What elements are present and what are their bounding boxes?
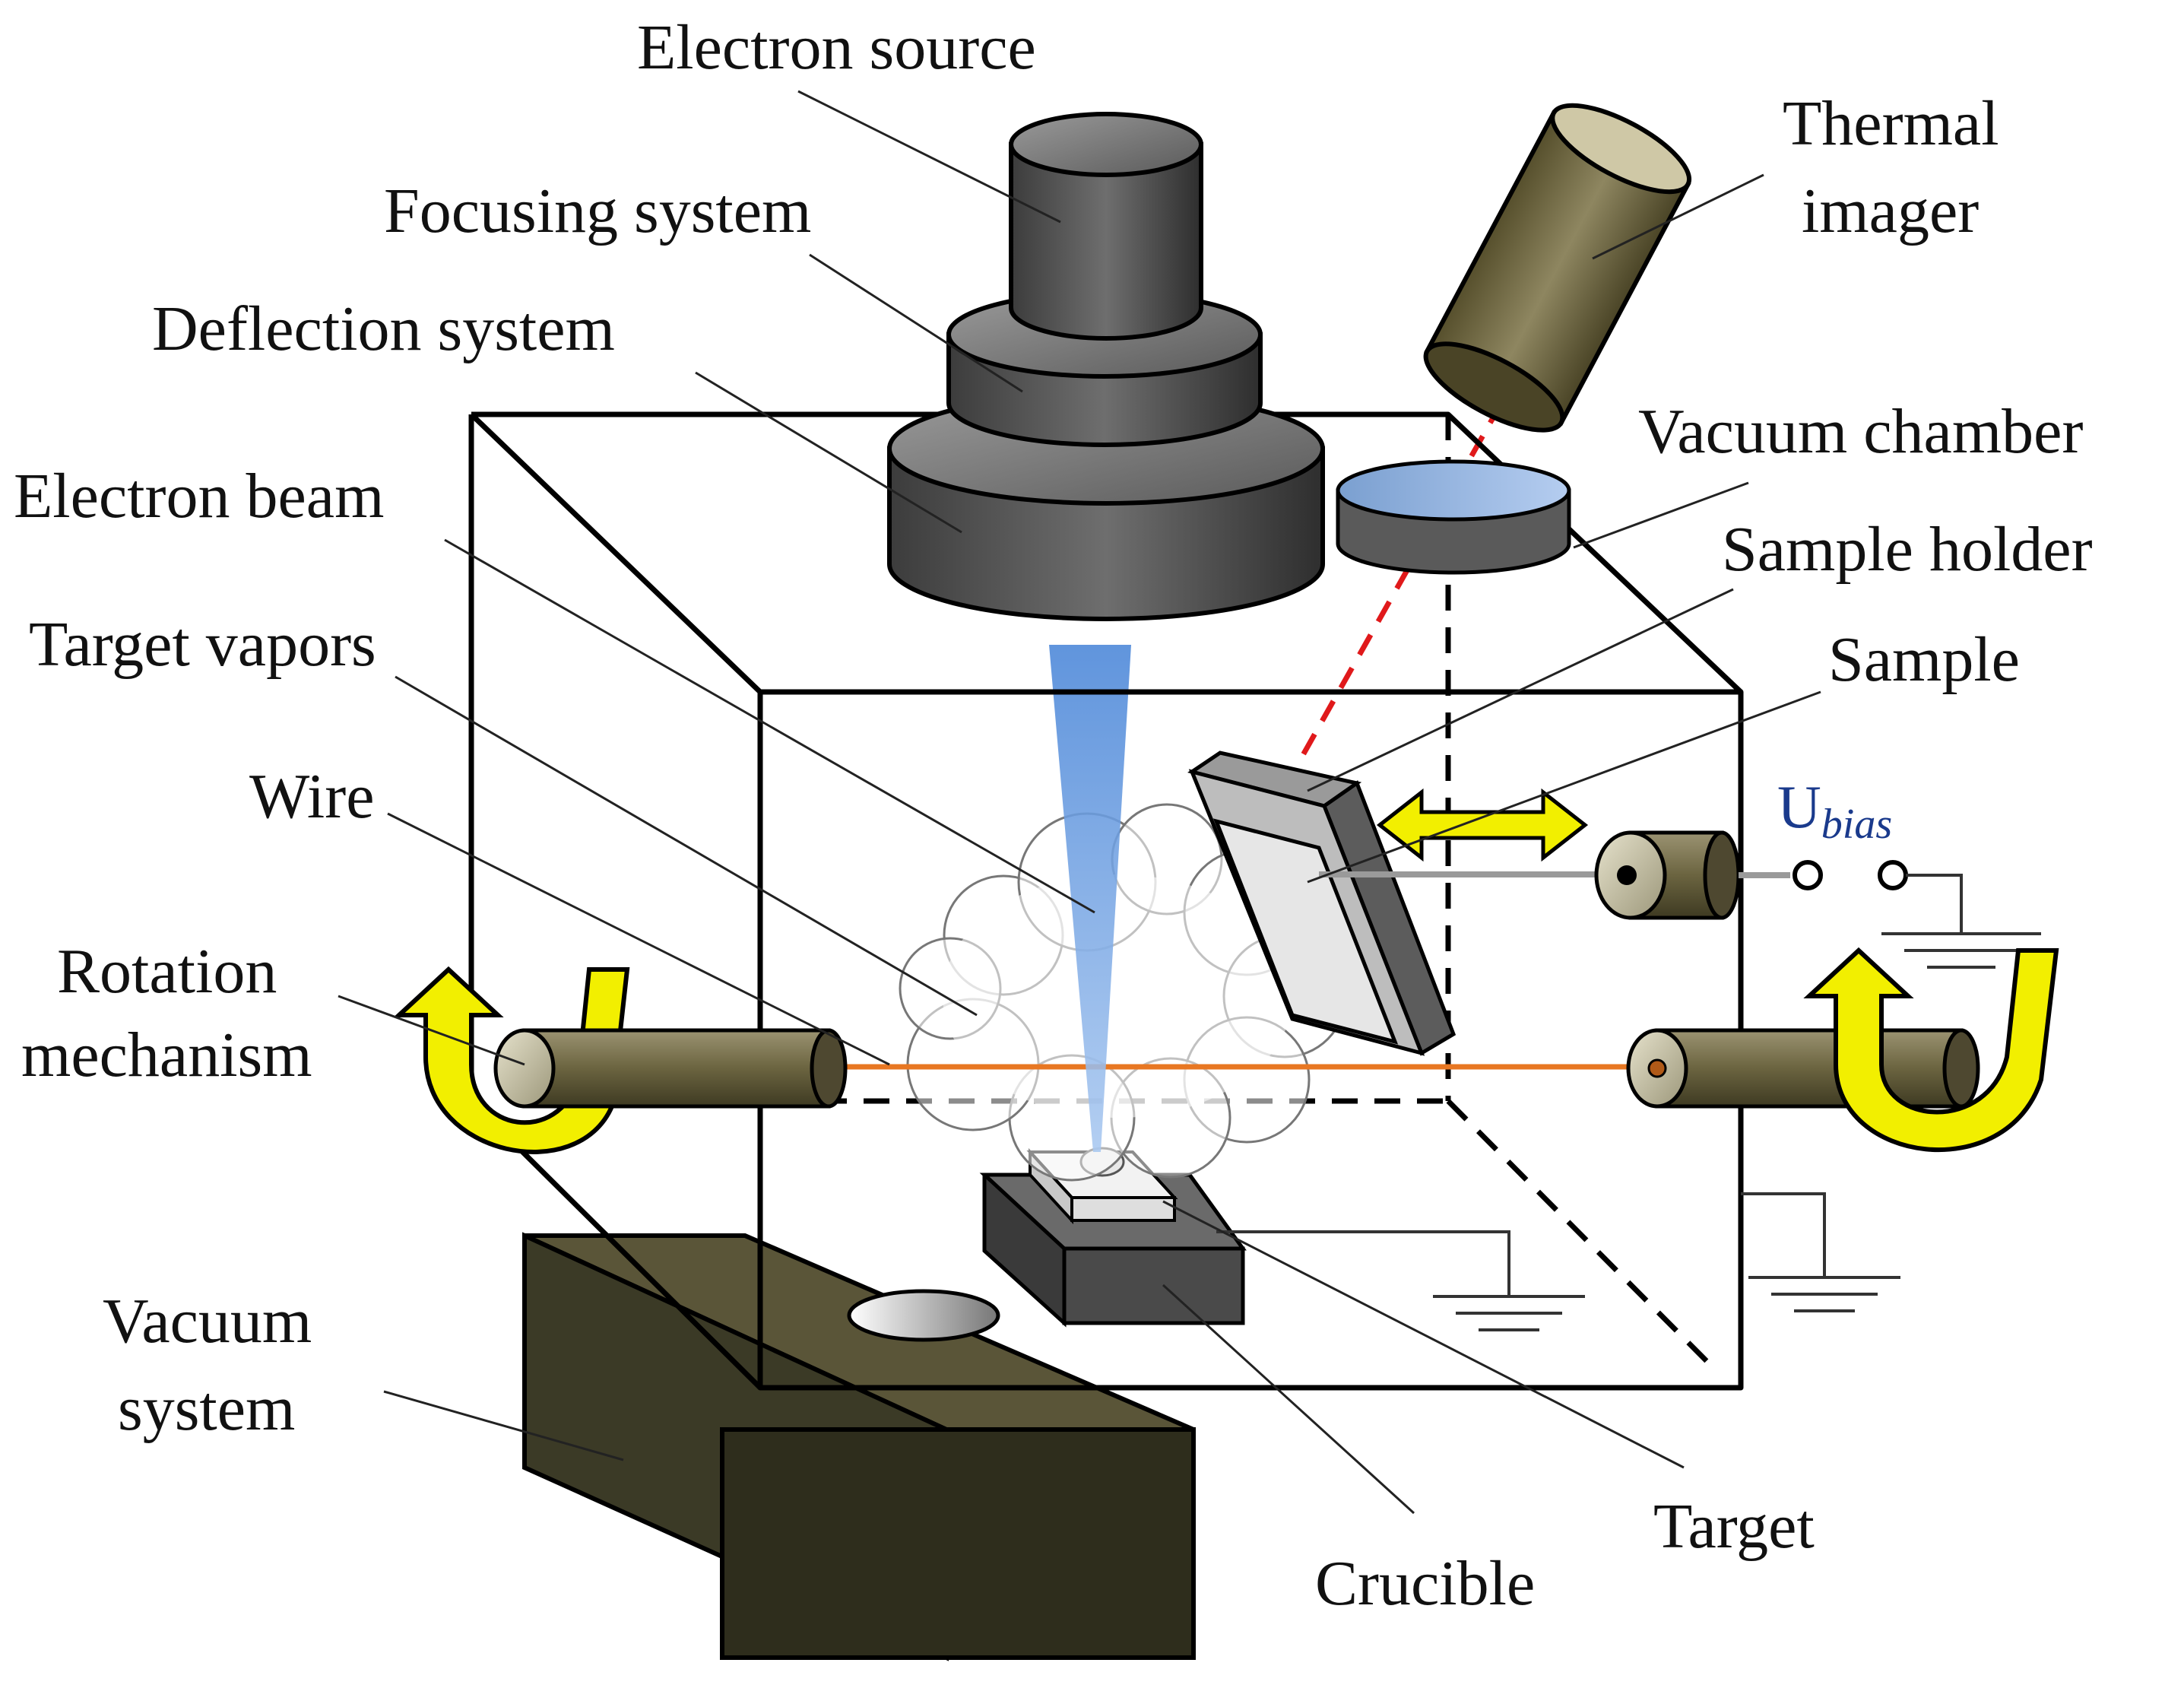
rotation-arrow-icon — [1803, 947, 2059, 1152]
viewport-window — [1336, 459, 1571, 575]
label-vacuum-system-line2: system — [118, 1373, 295, 1444]
label-target-vapors: Target vapors — [29, 609, 376, 680]
electron-gun — [887, 112, 1325, 621]
rotation-mechanism-right — [1626, 947, 2059, 1152]
vacuum-system-block — [522, 1232, 1196, 1661]
electron-beam — [1049, 645, 1131, 1152]
label-rotation-line2: mechanism — [21, 1020, 312, 1090]
linear-motion-arrow-icon — [1376, 788, 1589, 862]
label-focusing-system: Focusing system — [384, 176, 811, 246]
label-target: Target — [1653, 1491, 1815, 1562]
label-rotation-line1: Rotation — [57, 936, 277, 1007]
sample — [1212, 818, 1399, 1045]
crucible-ground-icon — [1216, 1230, 1585, 1331]
feedthrough-cylinder — [1594, 830, 1741, 920]
label-sample: Sample — [1828, 624, 2020, 695]
label-electron-source: Electron source — [637, 12, 1036, 83]
bias-terminal-icon — [1878, 860, 1908, 890]
label-wire: Wire — [249, 761, 375, 832]
label-vacuum-system-line1: Vacuum — [103, 1286, 312, 1357]
label-sample-holder: Sample holder — [1722, 514, 2093, 585]
thermal-measurement-path — [1297, 401, 1504, 762]
rotation-mechanism-left — [393, 966, 848, 1154]
leader-lines — [338, 90, 1821, 1515]
electron-source — [1009, 142, 1203, 341]
pump-port-icon — [847, 1289, 1000, 1342]
label-vacuum-chamber: Vacuum chamber — [1638, 396, 2083, 467]
bias-terminal-icon — [1793, 860, 1823, 890]
chamber-ground-icon — [1741, 1192, 1900, 1312]
label-deflection-system: Deflection system — [152, 294, 615, 364]
label-thermal-line1: Thermal — [1783, 88, 1999, 159]
label-thermal-line2: imager — [1802, 176, 1979, 246]
thermal-imager — [1423, 103, 1692, 433]
bias-terminals — [1793, 860, 2041, 969]
ubias-label: Ubias — [1777, 774, 1892, 848]
label-electron-beam: Electron beam — [14, 461, 384, 532]
label-crucible: Crucible — [1315, 1548, 1535, 1619]
